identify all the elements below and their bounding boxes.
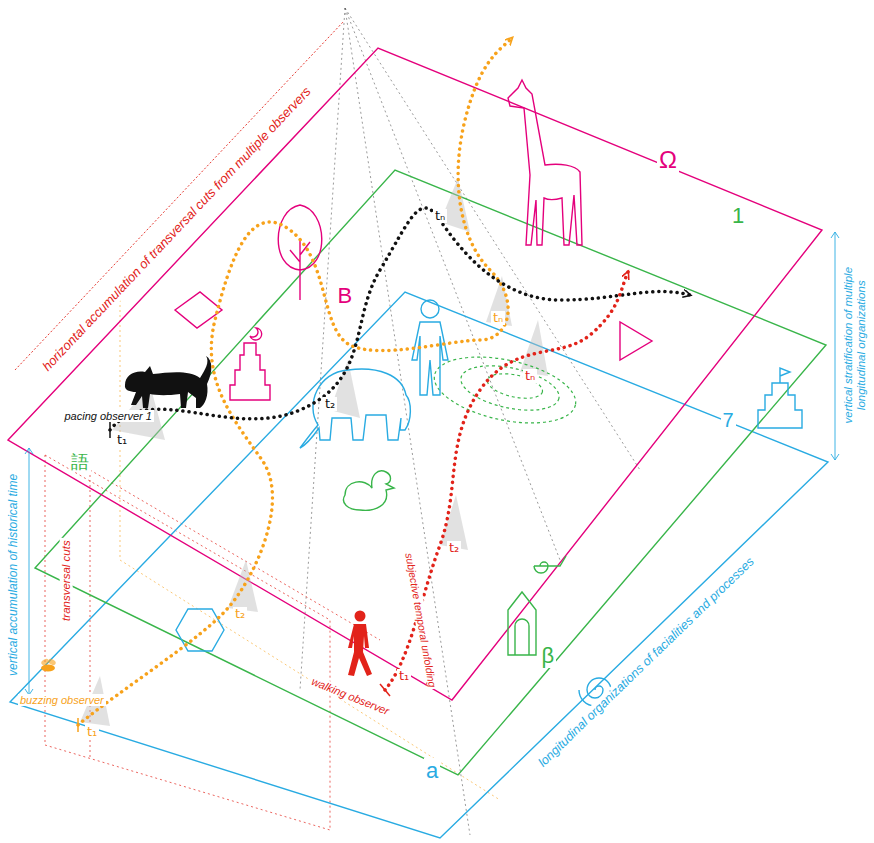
walking-path [385, 272, 628, 690]
time-marker: t₂ [447, 541, 461, 556]
bee-wing [47, 658, 56, 666]
time-marker: tₙ [491, 311, 505, 326]
jaguar-figure [125, 356, 211, 408]
observer-label: pacing observer 1 [63, 410, 154, 423]
guide-line [300, 8, 345, 690]
time-marker: tₙ [433, 209, 447, 224]
buzzing-path [78, 38, 512, 725]
diamond-symbol [175, 292, 222, 328]
blue-figures [176, 300, 802, 706]
time-marker: t₂ [323, 397, 337, 412]
axis-caption: vertical stratification of multiple long… [842, 238, 868, 453]
symbol-glyph: B [336, 283, 355, 308]
bee-body [41, 665, 55, 672]
green-whirl [428, 346, 581, 435]
whirl-ring [457, 358, 563, 418]
axis-caption: transversal cuts [59, 538, 72, 623]
symbol-glyph: β [540, 643, 557, 668]
axis-caption: longitudinal organizations of facialitie… [534, 553, 758, 771]
time-marker: t₁ [115, 433, 129, 448]
bracket-line [831, 232, 839, 460]
observer-label: walking observer [307, 674, 392, 718]
pagoda-symbol [230, 343, 270, 400]
symbol-glyph: 1 [730, 203, 746, 228]
castle-symbol [758, 368, 802, 428]
whirl-ring [428, 346, 581, 435]
guide-line [345, 8, 640, 470]
time-marker: t₁ [397, 669, 411, 684]
triangle-symbol [620, 322, 652, 360]
arch-house-symbol [508, 592, 536, 655]
cut-line [120, 300, 500, 800]
hexagon-symbol [176, 609, 224, 651]
observer-label: buzzing observer [18, 694, 106, 707]
time-marker: t₁ [85, 725, 99, 740]
bee-figure [40, 658, 56, 672]
snail-symbol [534, 556, 566, 573]
axis-caption: vertical accumulation of historical time [7, 472, 21, 678]
human-head [421, 300, 439, 318]
tree-symbol [278, 205, 322, 300]
time-tick [380, 684, 390, 696]
symbol-glyph: 語 [69, 452, 91, 473]
time-tick [77, 718, 79, 732]
bee-wing [40, 658, 49, 666]
pink-figures [175, 80, 652, 400]
symbol-glyph: 7 [721, 409, 736, 432]
transversal-cuts [45, 455, 380, 830]
whirl-ring [485, 369, 544, 402]
time-tick [109, 422, 111, 438]
time-marker: tₙ [523, 369, 537, 384]
bracket-line [25, 448, 33, 695]
crescent-symbol [250, 328, 262, 340]
elephant-symbol [300, 369, 410, 448]
bracket-line [15, 21, 344, 370]
walker-body [348, 624, 372, 676]
pacing-path [110, 208, 690, 430]
human-symbol [412, 322, 448, 395]
symbol-glyph: Ω [657, 146, 679, 174]
orange-cuts [120, 300, 500, 800]
duck-symbol [343, 471, 394, 510]
axis-caption: horizontal accumulation of transversal c… [39, 83, 316, 376]
walker-head [355, 611, 366, 622]
guide-line [345, 8, 470, 835]
time-ticks [78, 422, 390, 732]
time-marker: t₂ [233, 607, 247, 622]
cut-line [90, 470, 380, 640]
symbol-glyph: a [424, 758, 440, 783]
walker-figure [348, 611, 372, 677]
giraffe-symbol [508, 80, 582, 245]
green-figures [343, 471, 566, 655]
